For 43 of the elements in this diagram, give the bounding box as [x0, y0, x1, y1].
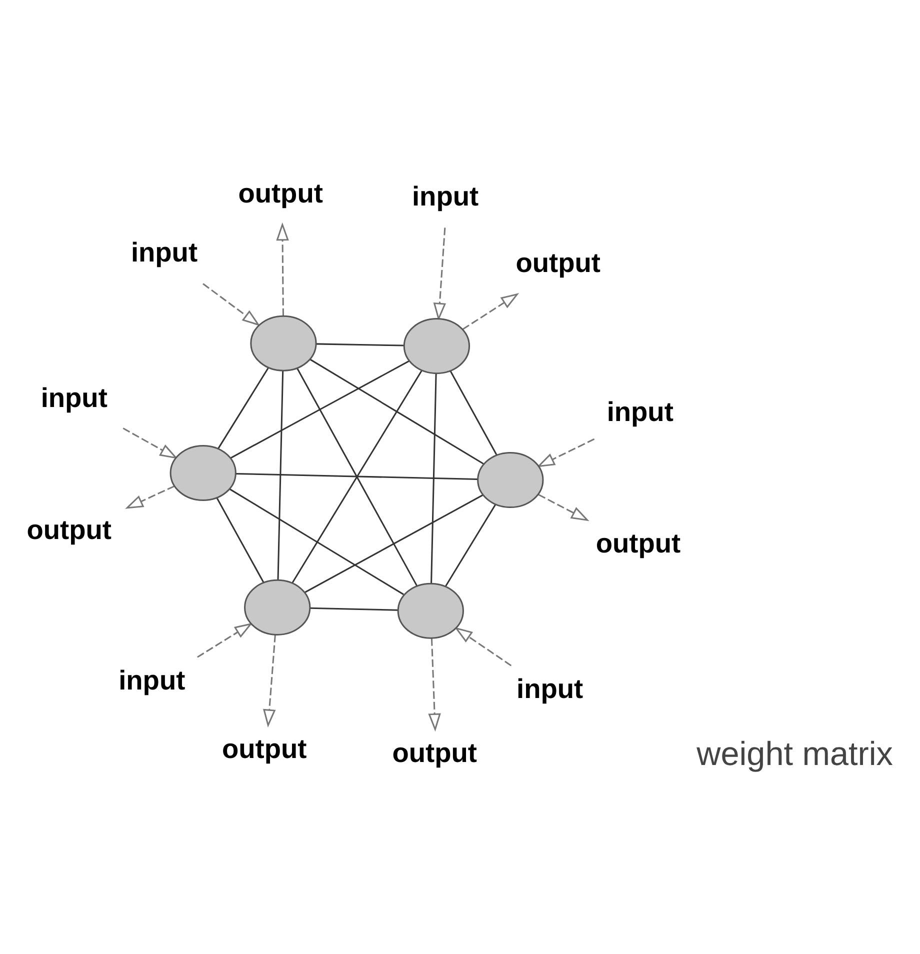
arrow: [454, 626, 512, 666]
node-circle: [244, 579, 311, 636]
node-text: output: [392, 736, 477, 768]
connector: [445, 504, 496, 587]
arrow: [263, 634, 276, 728]
connector: [218, 367, 270, 450]
connector: [430, 374, 437, 584]
arrow: [276, 222, 289, 316]
node-text: input: [606, 396, 674, 428]
arrow: [202, 283, 260, 326]
arrow: [536, 438, 595, 468]
connector: [229, 488, 404, 596]
connector: [450, 370, 498, 456]
node-text: input: [40, 382, 108, 413]
arrow: [538, 494, 590, 522]
connector: [310, 607, 398, 611]
node-text: input: [412, 180, 479, 212]
connector: [304, 494, 484, 593]
arrow: [462, 293, 520, 330]
node-text: input: [516, 673, 584, 704]
node-circle: [477, 452, 544, 508]
node-text: output: [26, 514, 112, 545]
node-text: output: [516, 247, 600, 278]
connector: [310, 358, 484, 464]
node-circle: [250, 315, 317, 372]
node-text: output: [596, 528, 681, 559]
node-text: input: [130, 236, 198, 268]
connector: [230, 360, 410, 459]
arrow: [125, 485, 175, 509]
arrow: [197, 622, 253, 658]
connector: [277, 370, 284, 580]
node-text: output: [222, 733, 307, 764]
label: weight matrix: [696, 736, 893, 774]
connector: [236, 472, 478, 480]
node-text: output: [238, 177, 323, 208]
connector: [316, 343, 404, 346]
connector: [216, 498, 264, 583]
node-circle: [170, 444, 236, 501]
node-circle: [403, 318, 470, 374]
node-circle: [397, 582, 464, 639]
arrow: [428, 638, 441, 732]
node-text: input: [118, 664, 186, 696]
arrow: [122, 428, 178, 459]
